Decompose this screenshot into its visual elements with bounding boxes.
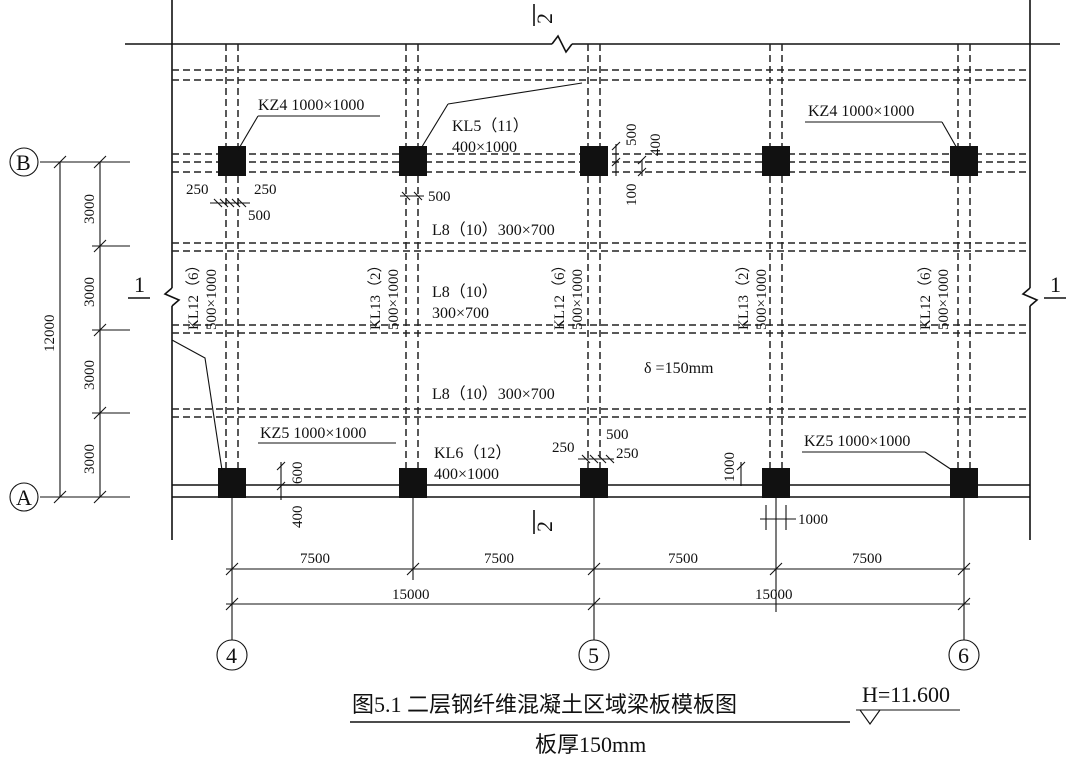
dim-250-bot-right: 250 (616, 446, 639, 462)
left-total: 12000 (42, 315, 58, 353)
dim-250-bot: 250 (552, 440, 575, 456)
l8-mid-name: L8（10） (432, 283, 498, 301)
elevation-triangle (858, 709, 882, 725)
section-1-right: 1 (1050, 272, 1061, 297)
drawing-title: 图5.1 二层钢纤维混凝土区域梁板模板图 (352, 692, 737, 717)
l8-top-label: L8（10）300×700 (432, 221, 555, 239)
kl12-a-label: KL12（6） (185, 258, 202, 331)
bay-seg-3: 7500 (668, 551, 698, 567)
left-seg-4: 3000 (82, 444, 98, 474)
detail-dimensions (210, 141, 796, 530)
axis-bubble-a (9, 482, 39, 512)
column-b4 (218, 146, 246, 176)
kl6-size: 400×1000 (434, 466, 499, 483)
bottom-dimension-chain (225, 497, 971, 640)
kl5-size: 400×1000 (452, 139, 517, 156)
boundary-lines (125, 0, 1060, 540)
section-marks (128, 4, 1066, 534)
l8-bottom-label: L8（10）300×700 (432, 385, 555, 403)
dim-400-bot: 400 (290, 506, 306, 529)
bay-total-1: 15000 (392, 587, 430, 603)
column-a45 (399, 468, 427, 498)
axis-a-label: A (16, 485, 32, 510)
kl12-c-label: KL12（6） (917, 258, 934, 331)
kz4-left-label: KZ4 1000×1000 (258, 97, 364, 114)
bay-seg-4: 7500 (852, 551, 882, 567)
slab-thickness-label: δ =150mm (644, 360, 714, 377)
kz5-right-label: KZ5 1000×1000 (804, 433, 910, 450)
dim-500-beam: 500 (428, 189, 451, 205)
column-b6 (950, 146, 978, 176)
axis-bubbles (9, 147, 980, 671)
axis-5-label: 5 (588, 643, 599, 668)
dim-250-left: 250 (186, 182, 209, 198)
dim-100: 100 (624, 184, 640, 207)
axis-6-label: 6 (958, 643, 969, 668)
column-b56 (762, 146, 790, 176)
column-a56 (762, 468, 790, 498)
dim-500-bot: 500 (606, 427, 629, 443)
axis-bubble-b (9, 147, 39, 177)
bay-seg-1: 7500 (300, 551, 330, 567)
axis-bubble-4 (216, 639, 248, 671)
column-b45 (399, 146, 427, 176)
kl13-b-size: 500×1000 (754, 269, 770, 330)
dim-400: 400 (648, 134, 664, 157)
columns (218, 146, 978, 498)
kz4-right-label: KZ4 1000×1000 (808, 103, 914, 120)
section-1-left: 1 (134, 272, 145, 297)
section-2-bottom: 2 (532, 521, 557, 532)
dim-250-right: 250 (254, 182, 277, 198)
dim-1000-v: 1000 (722, 452, 738, 482)
left-seg-1: 3000 (82, 194, 98, 224)
kl5-name: KL5（11） (452, 117, 529, 135)
kl12-b-label: KL12（6） (551, 258, 568, 331)
vertical-beam-labels: KL12（6） 500×1000 KL13（2） 500×1000 KL12（6… (185, 258, 952, 331)
dim-1000-h: 1000 (798, 512, 828, 528)
dim-600: 600 (290, 462, 306, 485)
axis-b-label: B (16, 150, 31, 175)
kl12-a-size: 500×1000 (204, 269, 220, 330)
kl13-b-label: KL13（2） (735, 258, 752, 331)
column-a6 (950, 468, 978, 498)
dim-500-col: 500 (248, 208, 271, 224)
drawing-subtitle: 板厚150mm (535, 732, 646, 757)
kl13-a-label: KL13（2） (367, 258, 384, 331)
kl12-b-size: 500×1000 (570, 269, 586, 330)
kz5-left-label: KZ5 1000×1000 (260, 425, 366, 442)
kl12-c-size: 500×1000 (936, 269, 952, 330)
axis-bubble-5 (578, 639, 610, 671)
axis-bubble-6 (948, 639, 980, 671)
column-a4 (218, 468, 246, 498)
elevation-label: H=11.600 (862, 682, 950, 707)
left-seg-3: 3000 (82, 360, 98, 390)
left-seg-2: 3000 (82, 277, 98, 307)
kl6-name: KL6（12） (434, 444, 511, 462)
axis-4-label: 4 (226, 643, 237, 668)
column-a5 (580, 468, 608, 498)
section-2-top: 2 (532, 13, 557, 24)
l8-mid-size: 300×700 (432, 305, 489, 322)
kl13-a-size: 500×1000 (386, 269, 402, 330)
leader-lines (171, 82, 959, 471)
bay-total-2: 15000 (755, 587, 793, 603)
bay-seg-2: 7500 (484, 551, 514, 567)
vertical-beams (225, 44, 971, 485)
column-b5 (580, 146, 608, 176)
dim-500-b: 500 (624, 124, 640, 147)
